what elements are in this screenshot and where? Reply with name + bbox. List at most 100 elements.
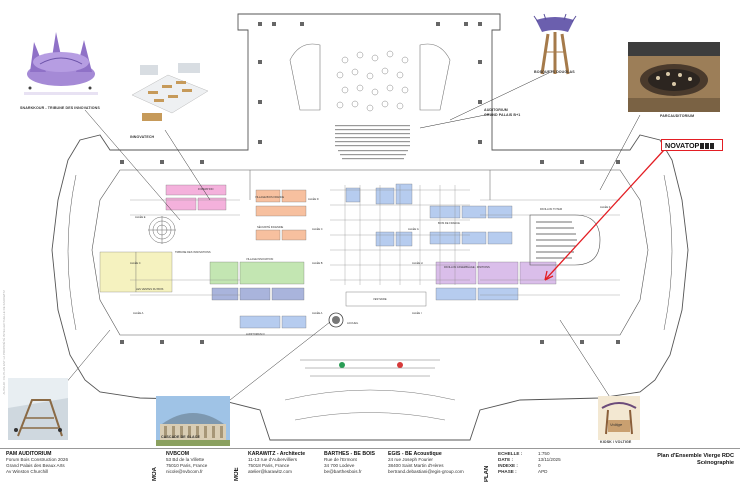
barthes-line: 34 700 Lodeve [324,463,355,469]
zone-ventes: LES VENTES DU BOIS [136,288,164,291]
leader-lines [59,69,641,406]
innovatech-render [128,55,212,133]
booth-orange [281,229,307,241]
barthes-line: Rue de l'Ermont [324,457,357,463]
booth-green [239,261,305,285]
zone-accueil: ACCUEIL [347,322,359,325]
booth-blue [375,187,395,205]
booth-yellow [99,251,137,293]
structural-columns [120,22,620,344]
auditorium-seating [335,125,410,160]
egis-line: 24 rue Joseph Fourier [388,457,433,463]
booth-blue [429,205,461,219]
booth-blue [429,231,461,245]
scale-key: ECHELLE : [498,451,523,456]
plan-tag: PLAN [484,465,490,483]
egis-block: EGIS - BE Acoustique 24 rue Joseph Fouri… [388,451,480,475]
booth-blue [435,287,477,301]
auditorium-gp-caption: AUDITORIUM GRAND PALAIS B+1 [484,108,521,117]
booth-slate [211,287,239,301]
allee-c-center: ALLÉE C [312,228,323,231]
novatop-logo-block [705,142,710,149]
index-key: INDEXE : [498,463,518,469]
moe-line: 75018 Paris, France [248,463,290,469]
zone-bois-france: BOIS DE FRANCE [438,222,460,225]
side-copyright-note: AUTEUR : CE PLAN EST LA PROPRIÉTÉ INTELL… [2,290,6,395]
client-line: Forum Bois Construction 2026 [6,457,69,463]
entrance-steps [284,359,456,421]
round-tables-area [336,50,409,112]
moa-line: 53 Bd de la Villette [166,457,205,463]
booth-grid [130,185,620,296]
novatop-text: NOVATOP [665,141,700,150]
moa-head: NVBCOM [166,451,190,457]
kiosk-render: Voltige [598,396,640,440]
vestiaire-box [345,291,427,307]
index-value: 0 [538,463,541,469]
booth-blue [487,231,513,245]
allee-h: ALLÉE H [412,262,423,265]
booth-yellow [135,251,173,293]
allee-g: ALLÉE G [408,228,419,231]
booth-green [209,261,239,285]
moe-block: KARAWITZ - Architecte 11-13 rue d'Auberv… [248,451,320,475]
booth-blue [461,231,487,245]
booth-blue [281,315,307,329]
building-outline [51,13,689,441]
booth-lavender [477,261,519,285]
booth-lavender [435,261,477,285]
booth-blocks [99,183,557,329]
zone-securite: SÉCURITÉ INCENDIE [257,226,284,229]
cascade-caption: CASCADE DE GLACE [161,435,200,439]
moa-block: NVBCOM 53 Bd de la Villette 75010 Paris,… [166,451,234,475]
tribune-innovations [148,216,176,244]
tribune-innovations-render [20,12,102,104]
zone-pavillon-totem: PAVILLON TOTEM [540,208,563,211]
booth-orange [255,205,307,217]
client-line: Av Winston Churchill [6,469,49,475]
staircases [249,43,491,200]
zone-pavillon-assemblage: PAVILLON ASSEMBLAGE - FINITIONS [444,266,490,269]
right-auditorium [529,214,601,266]
booth-orange [255,189,281,203]
sheet-subtitle: Scénographie [697,460,734,466]
booth-slate [271,287,305,301]
client-line: Grand Palais des Beaux Arts [6,463,65,469]
phase-key: PHASE : [498,469,517,475]
zone-village: VILLAGE BOIS FRANCE [255,196,285,199]
grand-palais-photo [156,396,230,446]
booth-blue [461,205,487,219]
parcauditorium-caption: PARCAUDITORIUM [660,114,695,118]
novatop-label: NOVATOP [661,139,723,151]
moa-tag: MOA [152,467,158,481]
accueil-feature [328,312,344,328]
bosquets-render [530,12,580,78]
allee-i: ALLÉE I [412,312,422,315]
booth-pink [165,184,227,196]
zone-auditorium-c: AUDITORIUM C [246,333,265,336]
booth-orange [281,189,307,203]
booth-blue [395,231,413,247]
plan-fields: ECHELLE : 1:750 DATE : 13/11/2025 INDEXE… [498,451,588,475]
pam-auditorium-photo [8,378,68,440]
booth-blue [487,205,513,219]
novatop-logo-block [700,142,705,149]
booth-blue [239,315,281,329]
parcauditorium-photo [628,42,720,112]
novatop-logo-block [710,142,715,149]
voltige-label: Voltige [610,422,623,427]
moe-head: KARAWITZ - Architecte [248,451,306,457]
allee-a-center: ALLÉE A [312,312,323,315]
innovatech-caption: INNOVATECH [130,135,155,139]
booth-slate [239,287,271,301]
barthes-head: BARTHES - BE BOIS [324,451,376,457]
booth-blue [395,183,413,205]
allee-a: ALLÉE A [133,312,144,315]
client-block: PAM AUDITORIUM Forum Bois Construction 2… [6,451,146,475]
sheet-title-block: Plan d'Ensemble Vierge RDC Scénographie [657,453,734,467]
allee-f: ALLÉE F [600,206,611,209]
moe-line: 11-13 rue d'Aubervilliers [248,457,298,463]
moa-line: 75010 Paris, France [166,463,208,469]
